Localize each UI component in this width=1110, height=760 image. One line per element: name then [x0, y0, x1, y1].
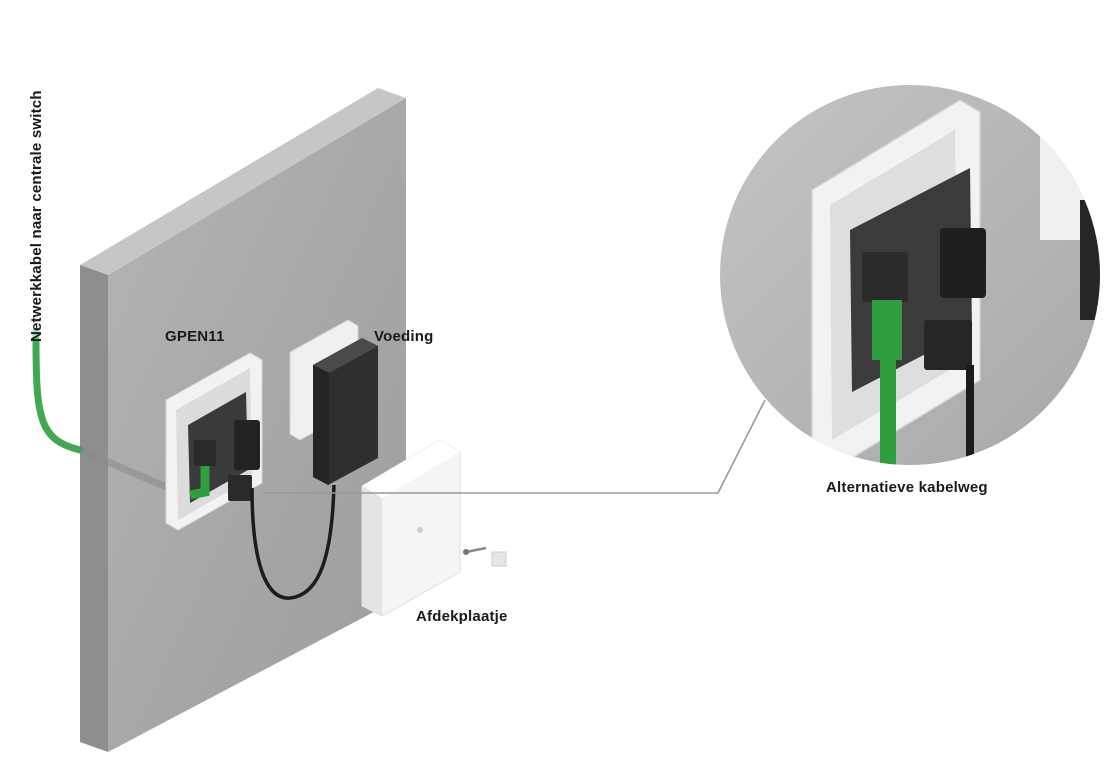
alternative-route-label: Alternatieve kabelweg — [826, 479, 988, 496]
power-adapter — [313, 338, 378, 485]
device-label: GPEN11 — [165, 328, 225, 345]
power-cable — [250, 484, 336, 600]
cover-plate-label: Afdekplaatje — [416, 608, 508, 625]
leader-line — [262, 399, 766, 494]
power-supply-label: Voeding — [374, 328, 434, 345]
screw — [463, 546, 507, 567]
gpen11-device — [165, 352, 263, 531]
detail-zoom-circle — [720, 85, 1100, 465]
network-cable-label: Netwerkkabel naar centrale switch — [28, 90, 45, 342]
cover-plate — [361, 439, 461, 617]
